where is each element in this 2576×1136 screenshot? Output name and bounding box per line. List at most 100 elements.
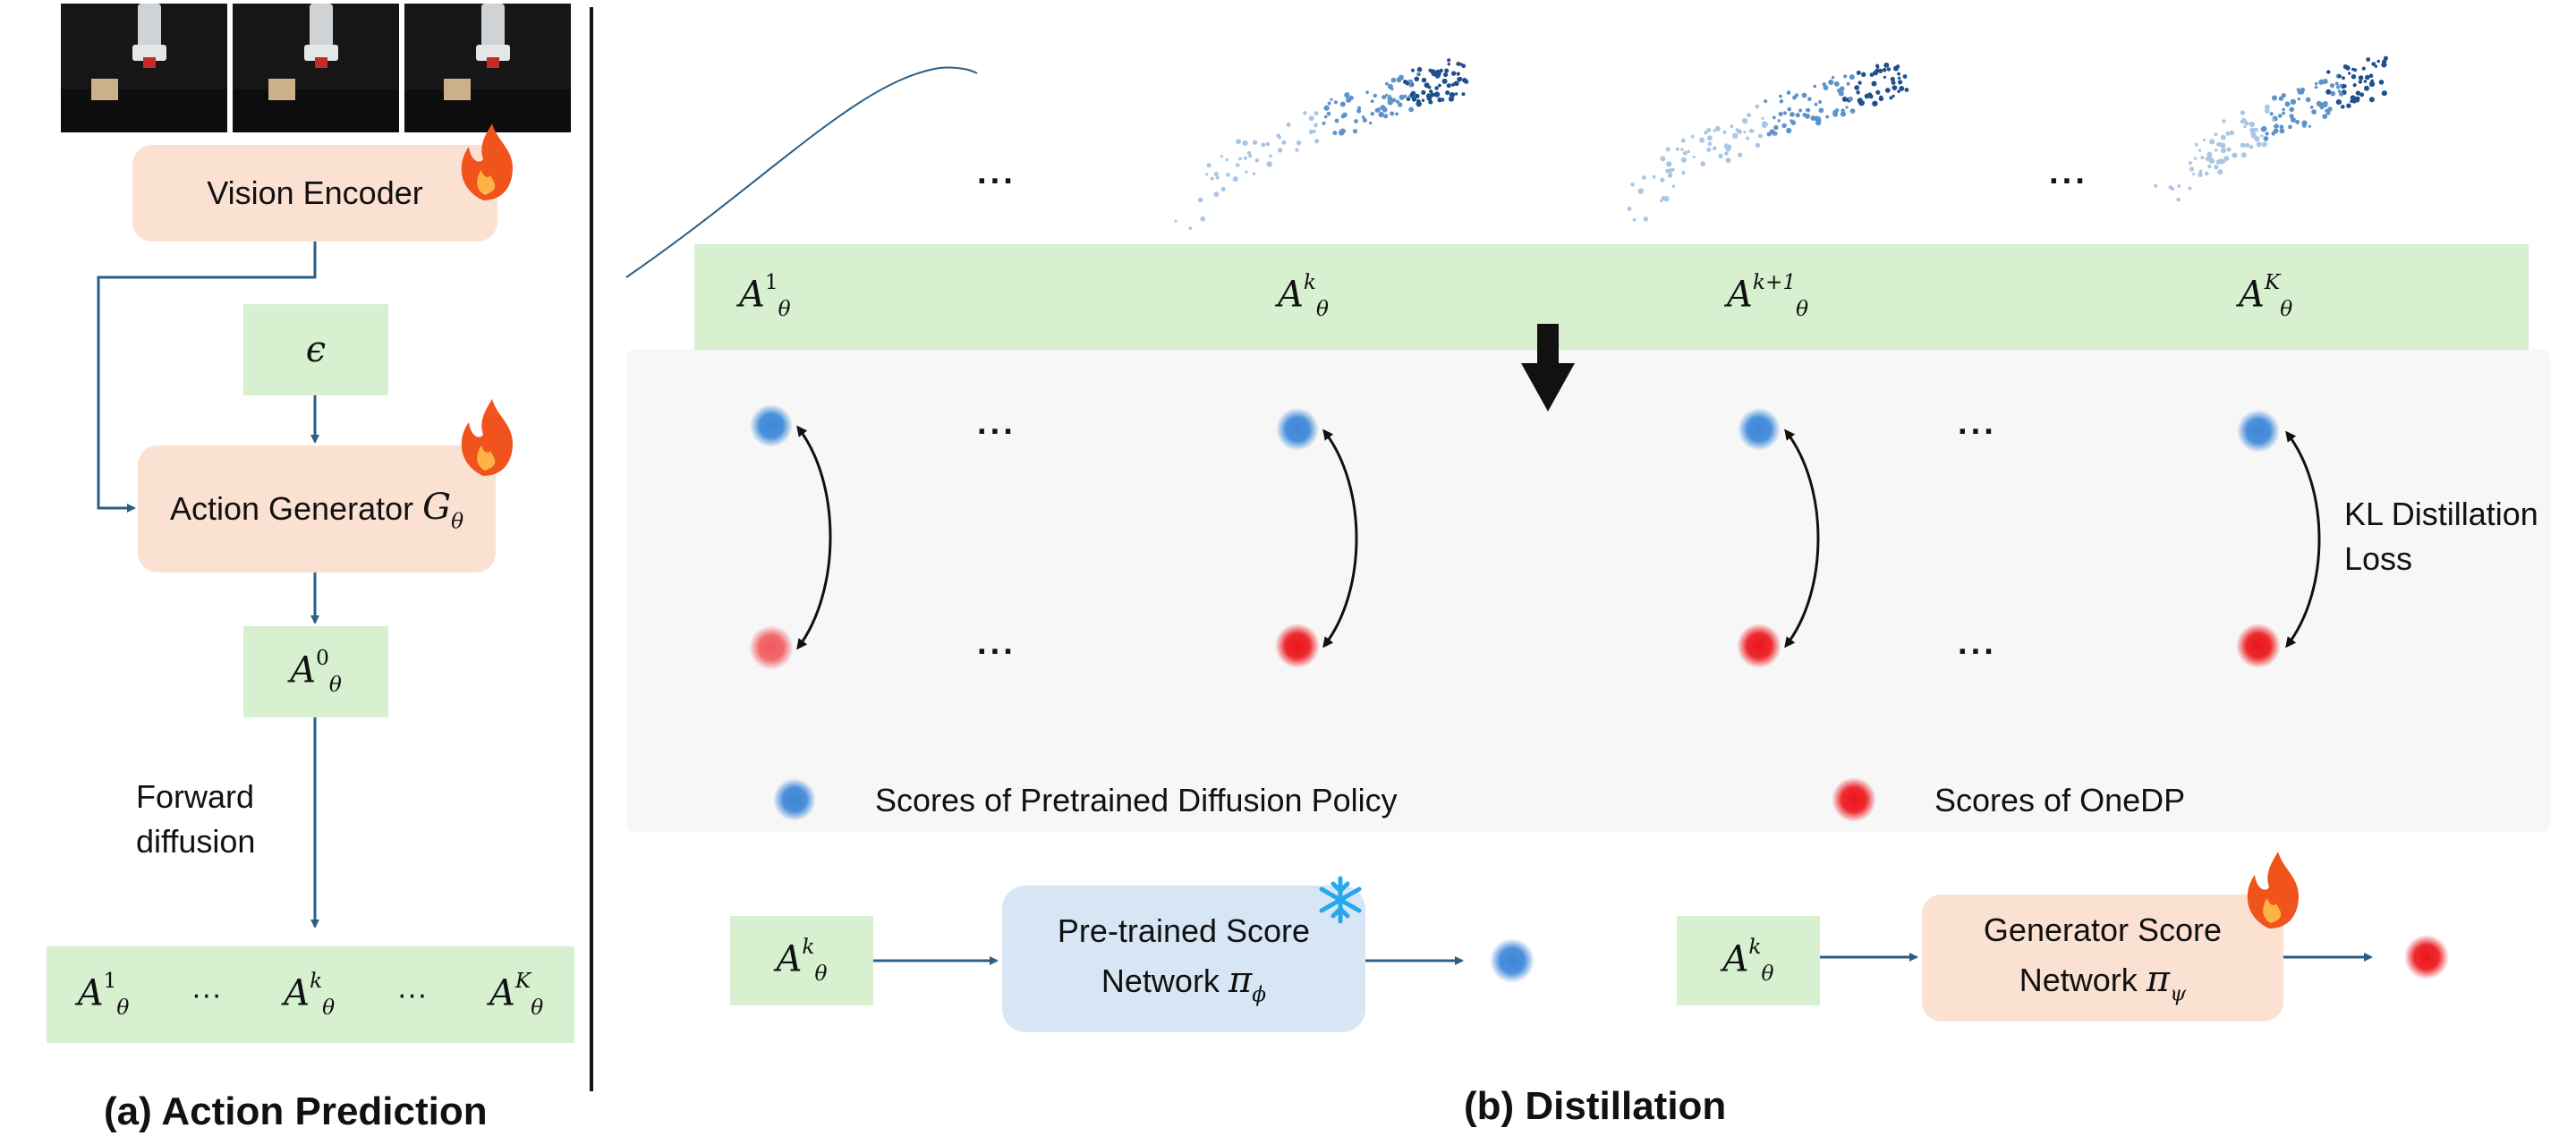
distribution-sample-dot xyxy=(2309,106,2314,109)
seq-item-K: AKθ xyxy=(489,969,544,1021)
distribution-sample-dot xyxy=(1334,118,1339,123)
panel-divider xyxy=(590,7,593,1091)
pretrained-score-network-box: Pre-trained Score Network πϕ xyxy=(1002,886,1365,1032)
distribution-sample-dot xyxy=(1899,86,1905,91)
distribution-sample-dot xyxy=(2265,131,2269,136)
kl-arrows xyxy=(796,425,2321,650)
pretrained-score-dots xyxy=(750,404,2280,453)
distribution-sample-dot xyxy=(1369,121,1373,125)
distribution-sample-dot xyxy=(1873,70,1879,76)
distribution-sample-dot xyxy=(1382,95,1387,100)
distribution-sample-dot xyxy=(1245,170,1248,174)
pi-psi-symbol: π xyxy=(2146,959,2171,1001)
distribution-sample-dot xyxy=(1755,142,1761,148)
distribution-sample-dot xyxy=(2350,95,2356,101)
distribution-sample-dot xyxy=(2361,66,2366,71)
distribution-sample-dot xyxy=(1348,95,1354,100)
distribution-sample-dot xyxy=(1416,72,1420,76)
distribution-sample-dot xyxy=(1883,62,1890,68)
distribution-sample-dot xyxy=(1890,76,1895,82)
distribution-sample-dot xyxy=(2232,152,2238,158)
distribution-sample-dot xyxy=(1197,197,1203,203)
distribution-sample-dot xyxy=(2330,90,2336,97)
distribution-sample-dot xyxy=(1436,93,1440,97)
distribution-sample-dot xyxy=(2371,62,2376,66)
distribution-sample-dot xyxy=(1682,150,1688,156)
distribution-sample-dot xyxy=(2295,120,2300,124)
distribution-sample-dot xyxy=(1378,111,1384,118)
distribution-sample-dot xyxy=(1886,67,1892,72)
action-generator-sub: θ xyxy=(451,509,464,534)
distribution-sample-dot xyxy=(2311,109,2317,114)
distribution-sample-dot xyxy=(2214,132,2218,137)
distribution-sample-dot xyxy=(1782,111,1787,115)
distribution-sample-dot xyxy=(1637,188,1645,194)
distribution-sample-dot xyxy=(2263,136,2269,141)
distribution-sample-dot xyxy=(2202,139,2206,142)
distribution-sample-dot xyxy=(2301,120,2308,126)
distribution-sample-dot xyxy=(1323,105,1330,111)
distribution-sample-dot xyxy=(1859,101,1864,106)
distribution-sample-dot xyxy=(2342,64,2348,70)
initial-action-symbol: A xyxy=(290,650,317,692)
distribution-sample-dot xyxy=(1314,111,1319,116)
distribution-sample-dot xyxy=(1391,97,1397,103)
seq-item-1: A1θ xyxy=(77,969,130,1021)
action-generator-label: Action Generator xyxy=(169,489,414,527)
distribution-sample-dot xyxy=(1188,226,1193,230)
ellipsis-blue-row-1: ··· xyxy=(977,413,1016,451)
distribution-sample-dot xyxy=(1437,97,1442,103)
pretrained-score-dot xyxy=(1276,408,1319,451)
distribution-sample-dot xyxy=(1443,72,1449,78)
distribution-sample-dot xyxy=(1831,75,1835,80)
initial-distribution-curve xyxy=(625,66,978,278)
distribution-sample-dot xyxy=(1225,157,1229,162)
distribution-sample-dot xyxy=(1741,118,1748,124)
distribution-sample-dot xyxy=(1238,157,1242,161)
distribution-sample-dot xyxy=(1248,154,1253,158)
distribution-sample-dot xyxy=(2370,79,2374,83)
distribution-sample-dot xyxy=(1200,216,1205,222)
distribution-sample-dot xyxy=(2358,75,2364,81)
distribution-sample-dot xyxy=(1681,171,1686,175)
distribution-sample-dot xyxy=(2329,83,2335,89)
distribution-sample-dot xyxy=(1411,97,1417,102)
distribution-sample-dot xyxy=(1846,81,1850,86)
distribution-sample-dot xyxy=(2359,92,2365,97)
seq-ellipsis-2: ··· xyxy=(396,977,428,1012)
distribution-sample-dot xyxy=(1441,78,1448,84)
distribution-sample-dot xyxy=(2318,79,2325,85)
distribution-sample-dot xyxy=(1174,219,1177,223)
distribution-sample-dot xyxy=(1663,195,1670,202)
distribution-sample-dot xyxy=(1399,94,1405,100)
distribution-sample-dot xyxy=(1226,173,1230,177)
distribution-sample-dot xyxy=(2154,183,2158,188)
distribution-sample-dot xyxy=(1872,100,1878,107)
distribution-sample-dot xyxy=(1408,83,1413,88)
distribution-sample-dot xyxy=(1356,108,1362,114)
distribution-sample-dot xyxy=(1416,99,1421,104)
distribution-sample-dot xyxy=(1714,125,1721,131)
action-generator-box: Action Generator Gθ xyxy=(138,445,496,572)
distribution-sample-dot xyxy=(1361,115,1365,119)
band-label-1: A1θ xyxy=(739,270,791,322)
distribution-sample-dot xyxy=(2334,81,2339,86)
distribution-sample-dot xyxy=(1893,65,1899,72)
distribution-sample-dot xyxy=(1374,108,1380,113)
distribution-sample-dot xyxy=(1269,154,1272,157)
distribution-sample-dot xyxy=(2269,112,2274,116)
distribution-sample-dot xyxy=(1856,70,1861,75)
pretrained-score-dot xyxy=(1738,408,1781,451)
ellipsis-red-row-1: ··· xyxy=(977,633,1016,671)
distribution-sample-dot xyxy=(1825,114,1830,119)
distribution-sample-dot xyxy=(1458,77,1462,81)
distribution-sample-dot xyxy=(1778,112,1783,116)
distribution-sample-dot xyxy=(1718,153,1723,159)
band-label-k: Akθ xyxy=(1278,270,1329,322)
distribution-sample-dot xyxy=(2222,119,2226,123)
distribution-sample-dot xyxy=(1447,63,1451,66)
distribution-sample-dot xyxy=(1773,124,1779,131)
distribution-sample-dot xyxy=(1730,124,1734,129)
action-generator-symbol: G xyxy=(422,486,452,528)
onedp-score-dot xyxy=(1737,623,1781,668)
